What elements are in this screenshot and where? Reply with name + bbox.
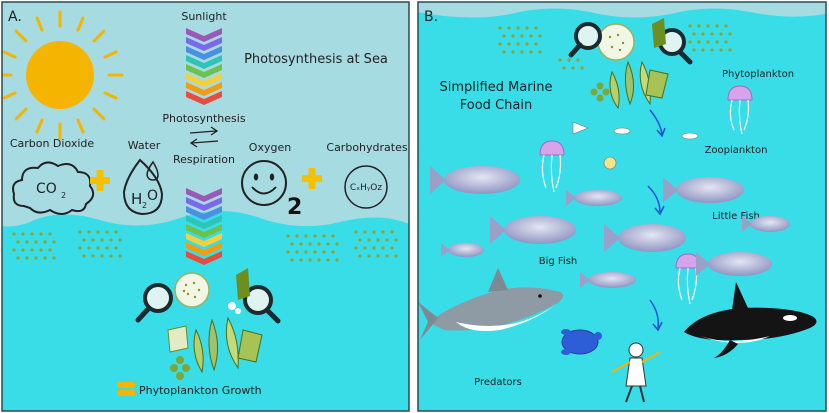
sun-icon	[2, 10, 124, 140]
chevron-icon	[186, 233, 222, 247]
magnifier-icon	[574, 22, 602, 50]
sunlight-label: Sunlight	[181, 10, 227, 23]
chevron-icon	[186, 188, 222, 202]
chevron-icon	[186, 55, 222, 69]
arrow-icon	[656, 127, 666, 138]
sunlight-chevrons	[186, 28, 222, 105]
water-drop-icon: H 2 O	[122, 158, 164, 216]
o2-subscript: 2	[287, 195, 302, 220]
h2o-h: H	[131, 190, 142, 208]
respiration-label: Respiration	[173, 153, 235, 166]
panel-b-letter: B.	[424, 9, 438, 25]
growth-label: Phytoplankton Growth	[139, 384, 262, 397]
arrow-icon	[649, 299, 660, 329]
panel-b-surface	[418, 2, 826, 18]
phytoplankton-cluster	[135, 268, 281, 380]
chevron-icon	[186, 206, 222, 220]
fish-icon	[696, 252, 772, 276]
panel-b: Simplified Marine Food Chain Phytoplankt…	[418, 2, 826, 411]
panel-b-sea	[418, 2, 826, 411]
zooplankton-label: Zooplankton	[705, 145, 768, 156]
chevron-icon	[186, 197, 222, 211]
carbon-dioxide-label: Carbon Dioxide	[10, 137, 95, 150]
magnifier-icon	[143, 283, 173, 313]
arrow-icon	[649, 109, 663, 135]
zooplankton-icon	[572, 121, 699, 170]
food-chain-arrows	[647, 109, 666, 332]
water-label: Water	[128, 139, 161, 152]
phytoplankton-label: Phytoplankton	[722, 69, 794, 80]
turtle-icon	[561, 329, 602, 355]
co2-symbol: CO	[36, 181, 57, 197]
plus-icon	[90, 170, 110, 191]
arrow-icon	[652, 321, 663, 332]
chevron-icon	[186, 91, 222, 105]
photosynthesis-label: Photosynthesis	[162, 112, 245, 125]
fish-icon	[663, 177, 744, 203]
arrow-icon	[654, 205, 665, 216]
carbohydrate-formula: CₓHᵧOz	[350, 183, 382, 193]
panel-a-sky	[2, 2, 409, 227]
panel-b-title-line2: Food Chain	[460, 98, 532, 113]
chevron-icon	[186, 251, 222, 265]
chevron-icon	[186, 28, 222, 42]
chevron-icon	[186, 37, 222, 51]
chevron-icon	[186, 215, 222, 229]
chevron-icon	[186, 64, 222, 78]
predators-label: Predators	[474, 377, 522, 388]
panel-a: Sunlight Photosynthesis at Sea Photosynt…	[2, 2, 409, 411]
magnifier-icon	[243, 285, 273, 315]
shark-icon	[418, 268, 564, 340]
plankton-dots	[498, 24, 732, 70]
phytoplankton-cluster	[568, 18, 693, 110]
fish-icon	[430, 166, 520, 194]
co2-subscript: 2	[61, 191, 66, 200]
energy-chevrons	[186, 188, 222, 265]
chevron-icon	[186, 46, 222, 60]
panel-a-border	[1, 1, 410, 412]
exchange-arrows-icon	[189, 126, 219, 148]
panel-b-title-line1: Simplified Marine	[440, 80, 553, 95]
plus-icon	[302, 168, 322, 189]
big-fish-label: Big Fish	[539, 256, 578, 267]
panel-a-title: Photosynthesis at Sea	[244, 52, 388, 67]
arrow-icon	[647, 185, 661, 213]
panel-a-letter: A.	[8, 9, 22, 25]
jellyfish-icon	[727, 85, 753, 135]
chevron-icon	[186, 73, 222, 87]
fish-icon	[441, 243, 484, 257]
oxygen-smiley-icon: 2	[241, 160, 302, 220]
fish-icon	[580, 272, 636, 288]
chevron-icon	[186, 242, 222, 256]
orca-icon	[684, 282, 817, 358]
carbohydrates-label: Carbohydrates	[326, 141, 407, 154]
chevron-icon	[186, 82, 222, 96]
chevron-icon	[186, 224, 222, 238]
fish-icon	[490, 216, 576, 244]
plankton-dots	[12, 230, 398, 262]
h2o-subscript: 2	[142, 201, 147, 210]
carbohydrate-icon: CₓHᵧOz	[344, 165, 388, 209]
fish-icon	[742, 216, 790, 232]
fish-icon	[566, 190, 622, 206]
human-icon	[611, 342, 661, 403]
little-fish-label: Little Fish	[712, 211, 760, 222]
co2-cloud-icon: CO 2	[12, 161, 95, 215]
panel-b-border	[417, 1, 827, 412]
h2o-o: O	[147, 188, 158, 204]
fish-school	[430, 166, 790, 288]
growth-legend-icon	[117, 382, 135, 396]
oxygen-label: Oxygen	[249, 141, 291, 154]
jellyfish-icon	[539, 140, 565, 193]
fish-icon	[604, 224, 686, 252]
